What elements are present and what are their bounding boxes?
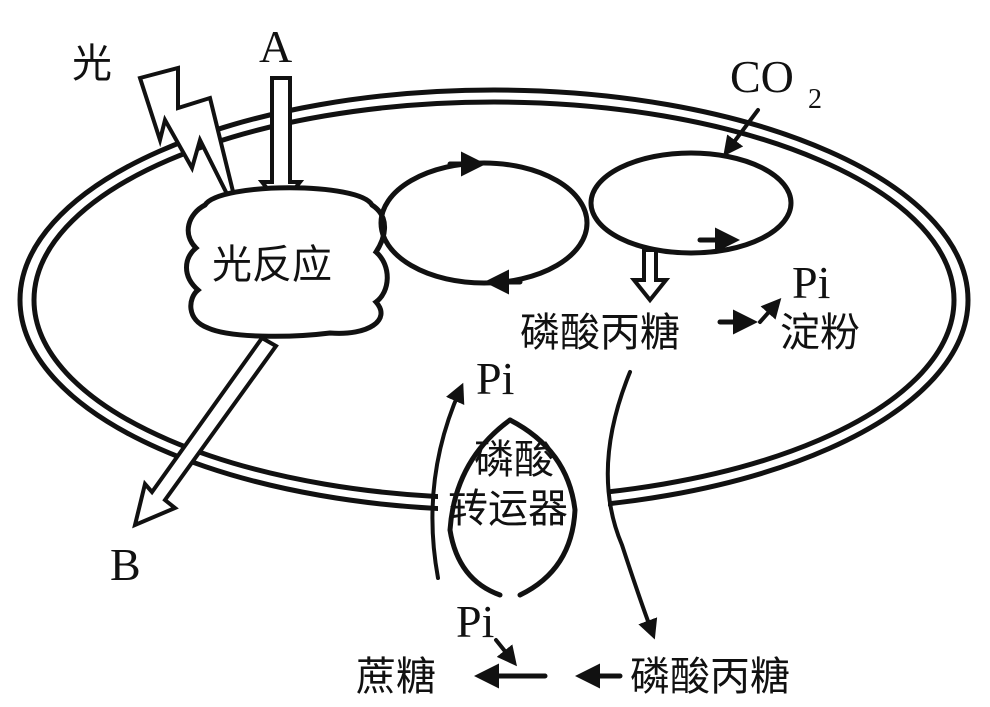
pi-starch-arrow-icon — [758, 298, 782, 324]
cycle-right — [588, 150, 794, 256]
transporter-gap — [438, 470, 608, 530]
cycle-output-arrow-icon — [629, 248, 671, 304]
label-transporter-line1: 磷酸 — [474, 437, 554, 483]
label-sucrose: 蔗糖 — [356, 654, 436, 700]
label-pi-transporter: Pi — [476, 353, 514, 404]
label-triose-phosphate-inside: 磷酸丙糖 — [520, 310, 680, 356]
label-pi-sucrose: Pi — [456, 596, 494, 647]
cycle-left — [378, 151, 590, 295]
label-triose-phosphate-outside: 磷酸丙糖 — [630, 654, 790, 700]
label-b: B — [110, 539, 141, 590]
pi-import-arrow-icon — [430, 382, 465, 580]
label-transporter-line2: 转运器 — [448, 486, 568, 532]
co2-arrow-icon — [723, 108, 760, 157]
triose-export-arrow-icon — [605, 370, 658, 640]
transporter-arc-left — [447, 417, 513, 598]
label-a: A — [259, 21, 292, 72]
label-light-reaction: 光反应 — [212, 242, 332, 288]
label-pi-starch: Pi — [792, 257, 830, 308]
pi-sucrose-arrow-icon — [494, 638, 517, 667]
label-co2: CO — [730, 51, 794, 102]
transporter-arc-right — [507, 417, 578, 598]
label-light: 光 — [72, 41, 112, 87]
label-starch: 淀粉 — [780, 310, 860, 356]
b-arrow-icon — [132, 335, 279, 529]
label-co2-subscript: 2 — [808, 84, 822, 115]
light-bolt-icon — [137, 65, 242, 221]
light-reaction-cloud — [184, 185, 390, 339]
